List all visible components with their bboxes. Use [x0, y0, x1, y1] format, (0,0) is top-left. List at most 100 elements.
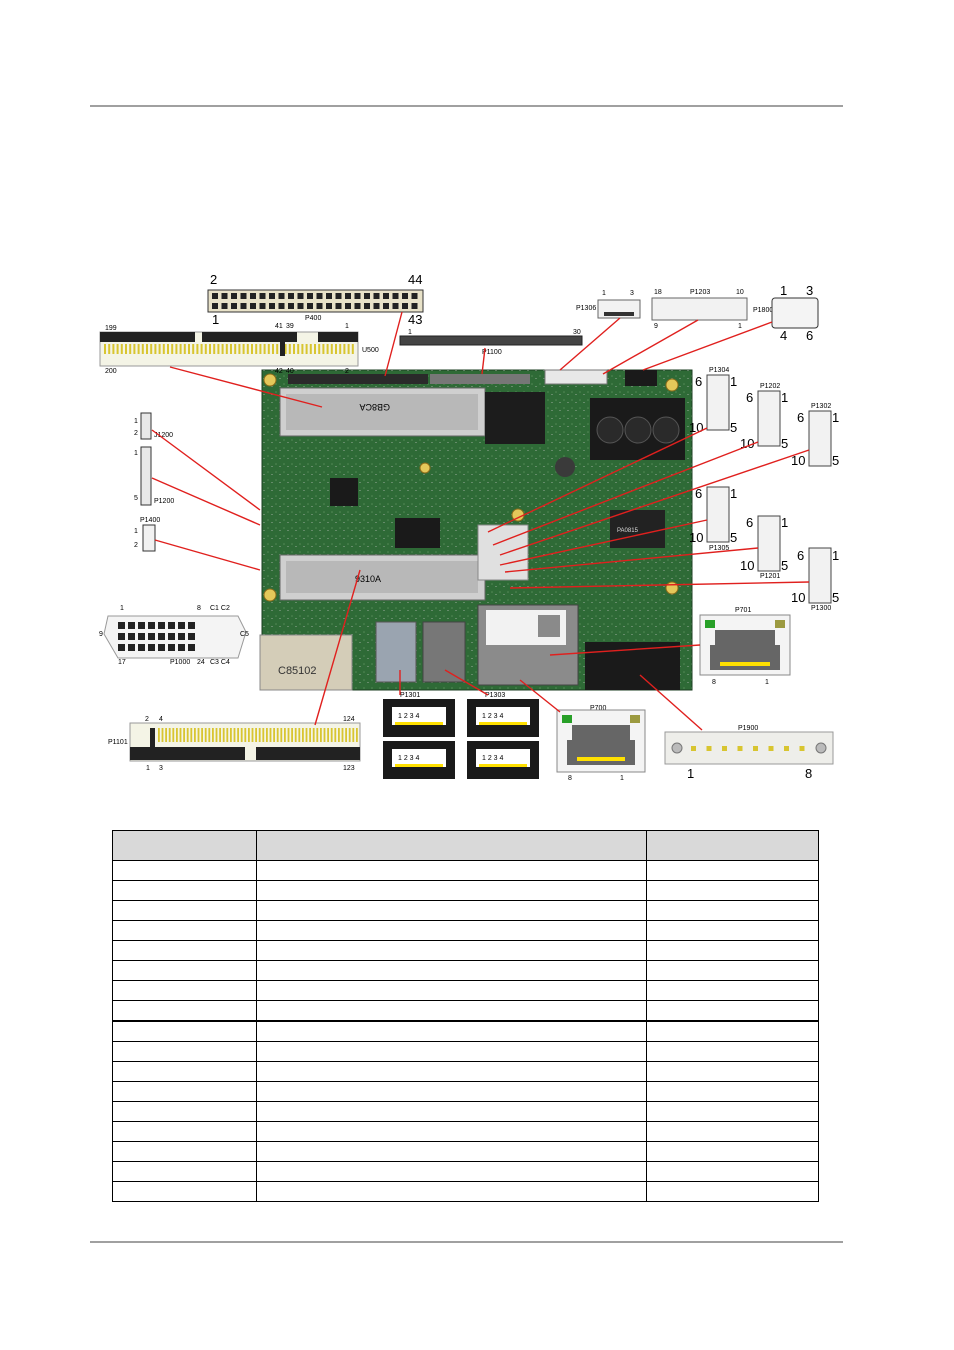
callout-lines	[151, 311, 810, 731]
pin-label: 2	[210, 272, 217, 287]
pin-label: 10	[740, 558, 754, 573]
connector-label: P1900	[738, 725, 758, 732]
pin-label: 1	[408, 329, 412, 336]
pin	[301, 344, 304, 354]
pin-label: 2	[134, 542, 138, 549]
table-row	[112, 980, 819, 1001]
pin-label: C1 C2	[210, 605, 230, 612]
pin	[307, 293, 313, 299]
pin	[148, 633, 155, 640]
pin-label: 43	[408, 312, 422, 327]
table-cell	[256, 940, 647, 961]
connector-label: P1202	[760, 383, 780, 390]
pin-label: 8	[805, 766, 812, 781]
pin	[200, 344, 203, 354]
connector-label: P1305	[709, 545, 729, 552]
table-cell	[256, 920, 647, 941]
pin	[188, 344, 190, 354]
pin-label: 1	[687, 766, 694, 781]
table-row	[112, 1141, 819, 1162]
table-cell	[256, 1101, 647, 1122]
pin-label: 42	[275, 368, 283, 375]
table-cell	[646, 860, 819, 881]
connector-label: P1301	[400, 692, 420, 699]
pin	[284, 344, 287, 354]
pin	[150, 344, 153, 354]
pin	[799, 746, 805, 751]
pin-label: 123	[343, 765, 355, 772]
pin-label: 6	[806, 328, 813, 343]
pin	[168, 622, 175, 629]
table-row	[112, 1181, 819, 1202]
pin	[722, 746, 727, 751]
pin	[178, 644, 185, 651]
pin	[383, 293, 389, 299]
pin-label: 1	[730, 486, 737, 501]
table-cell	[646, 1041, 819, 1062]
pin	[230, 344, 232, 354]
pin	[330, 344, 333, 354]
pin	[302, 728, 304, 742]
connector-label: P1304	[709, 367, 729, 374]
pin	[179, 728, 182, 742]
pin	[188, 622, 195, 629]
connector-label: P400	[305, 315, 321, 322]
pin	[269, 293, 275, 299]
header-rule	[90, 105, 843, 107]
pin	[273, 728, 275, 742]
pin-label: 10	[689, 530, 703, 545]
pin-label: C3 C4	[210, 659, 230, 666]
pin	[221, 293, 228, 299]
pin	[364, 293, 370, 299]
pin	[219, 728, 221, 742]
pin-label: 1 2 3 4	[398, 713, 420, 720]
pin	[125, 344, 127, 354]
pin	[104, 344, 106, 354]
pin-label: 1 2 3 4	[482, 755, 504, 762]
pin	[129, 344, 132, 354]
pin	[288, 293, 294, 299]
table-cell	[112, 1181, 257, 1202]
pin	[221, 303, 228, 309]
pin	[343, 344, 346, 354]
pin	[320, 728, 322, 742]
pin-label: 1	[832, 548, 839, 563]
pin	[240, 293, 247, 299]
table-cell	[112, 1000, 257, 1022]
table-cell	[646, 940, 819, 961]
pin-label: 17	[118, 659, 126, 666]
pin	[251, 344, 253, 354]
pin-label: 200	[105, 368, 117, 375]
pin-label: 10	[791, 590, 805, 605]
pin	[259, 303, 266, 309]
table-cell	[256, 1000, 647, 1022]
connector-label: P1101	[108, 739, 128, 746]
table-header-cell	[646, 830, 819, 861]
table-cell	[646, 900, 819, 921]
table-cell	[256, 980, 647, 1001]
pin-label: 10	[791, 453, 805, 468]
table-row	[112, 1000, 819, 1022]
pin	[197, 728, 200, 742]
pin	[345, 303, 351, 309]
pin-label: 1	[146, 765, 150, 772]
connector-label: P1400	[140, 517, 160, 524]
pin	[167, 344, 169, 354]
pin	[312, 728, 315, 742]
pin	[354, 303, 361, 309]
pin	[248, 728, 250, 742]
pin	[183, 344, 186, 354]
pin	[326, 344, 329, 354]
table-row	[112, 1081, 819, 1102]
pin	[172, 728, 175, 742]
pin	[316, 303, 323, 309]
pin	[171, 344, 174, 354]
pin	[411, 293, 418, 299]
pin	[411, 303, 418, 309]
p1301-usb: P1301 1 2 3 4 1 2 3 4	[383, 692, 455, 779]
pin-label: 5	[781, 558, 788, 573]
pin	[335, 344, 337, 354]
pin-label: 6	[797, 410, 804, 425]
p1200-connector: 1 5 P1200	[134, 446, 174, 506]
pin	[288, 303, 294, 309]
